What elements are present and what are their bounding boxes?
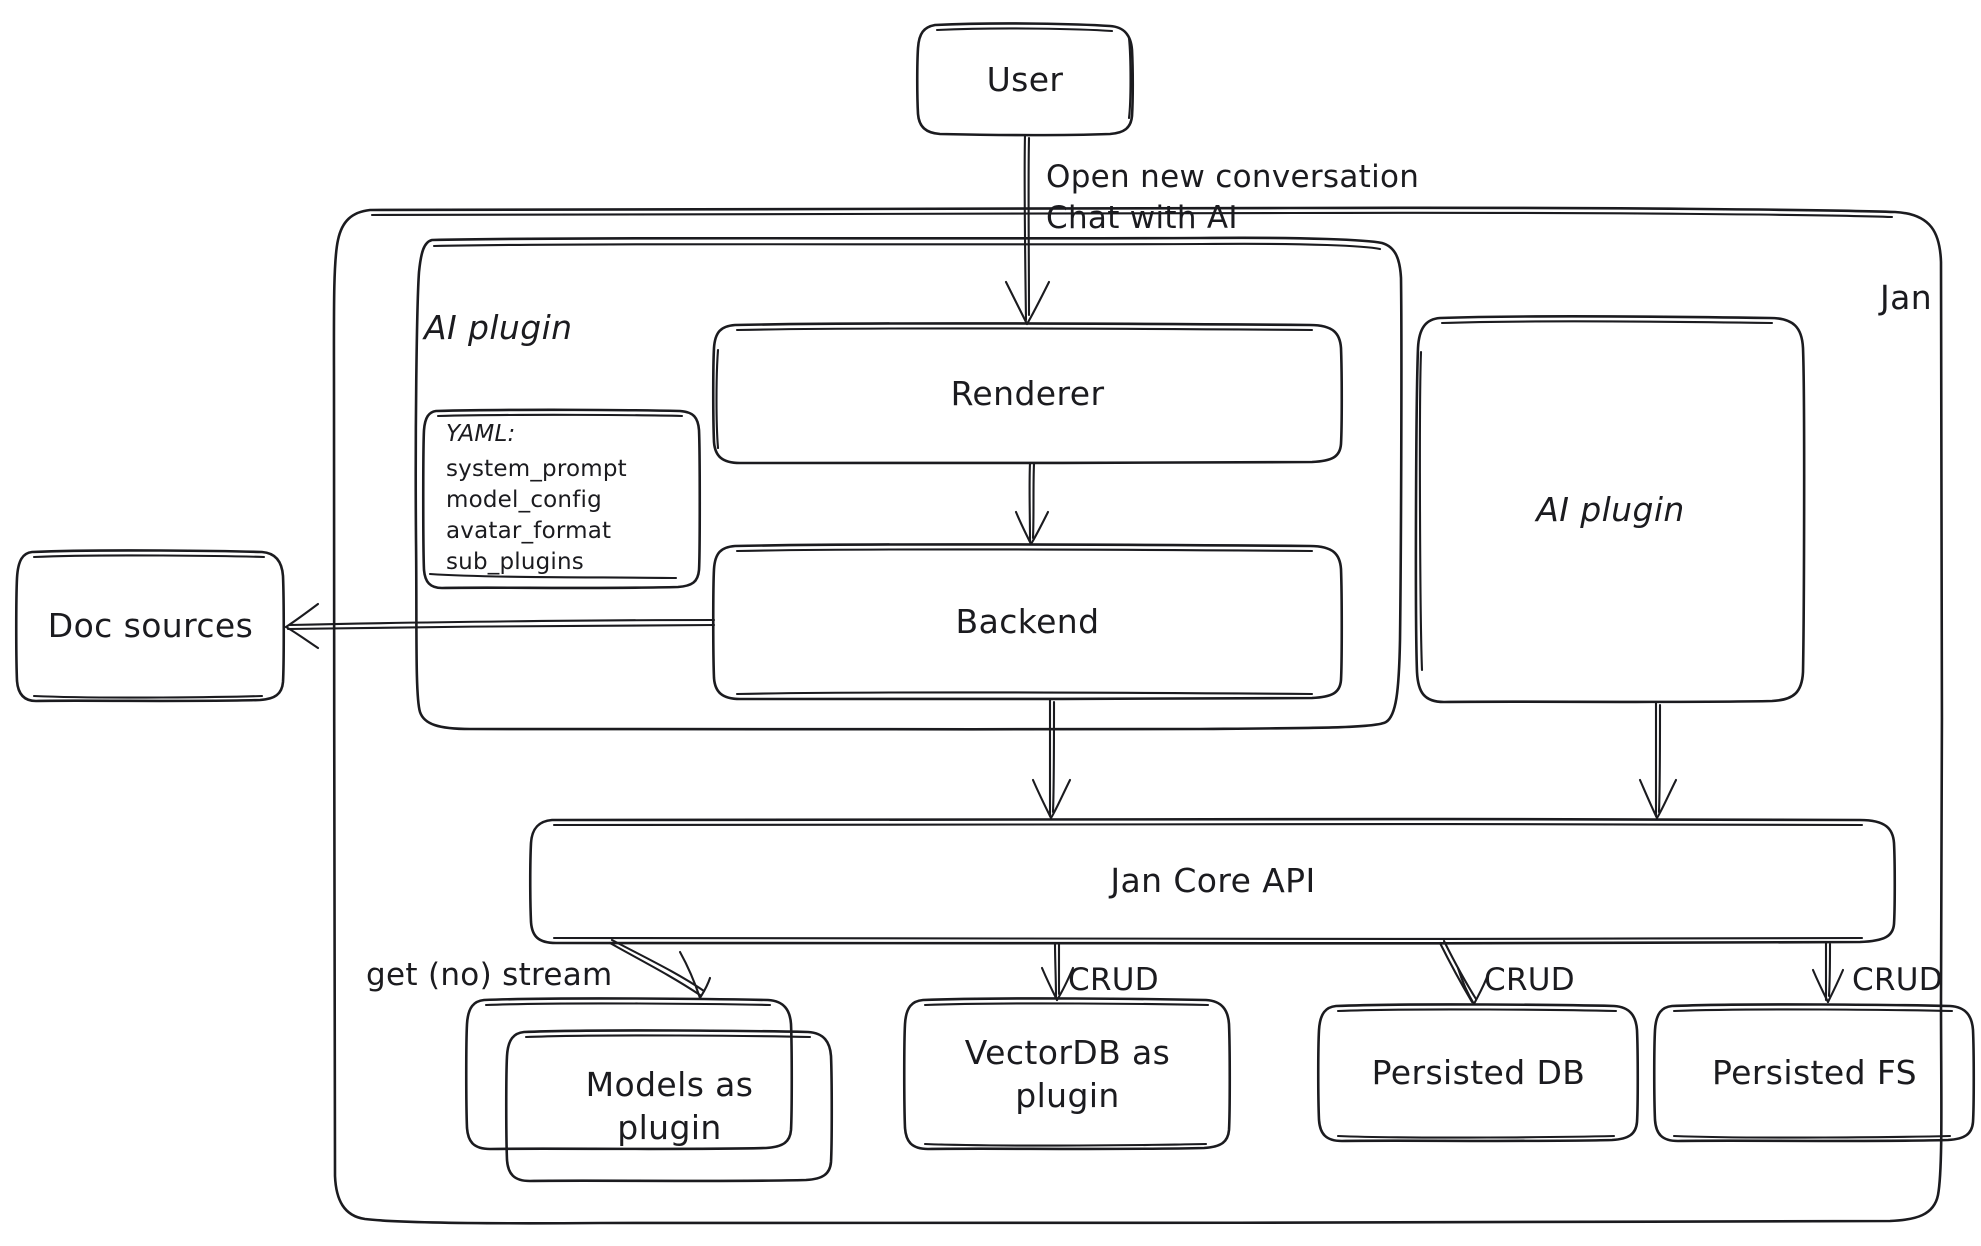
edge-renderer-to-backend — [1014, 461, 1050, 546]
node-yaml-card — [421, 408, 702, 590]
edge-backend-to-doc-sources — [284, 602, 716, 650]
node-backend[interactable] — [711, 543, 1344, 701]
group-ai-plugin — [414, 236, 1403, 731]
node-doc-sources[interactable] — [14, 549, 286, 703]
node-persisted-db[interactable] — [1316, 1003, 1640, 1143]
node-ai-plugin-right[interactable] — [1414, 315, 1806, 704]
edge-user-to-renderer — [1004, 133, 1051, 326]
edge-core-api-to-persisted-db — [1438, 939, 1491, 1006]
edge-backend-to-core-api — [1031, 698, 1072, 820]
edge-core-api-to-models — [608, 938, 712, 1000]
group-jan — [332, 206, 1944, 1225]
node-models-as-plugin[interactable] — [504, 1029, 834, 1183]
node-jan-core-api[interactable] — [528, 817, 1897, 945]
node-models-as-plugin-outer — [464, 997, 794, 1151]
node-renderer[interactable] — [711, 322, 1344, 465]
edge-ai-plugin-to-core-api — [1638, 701, 1678, 820]
node-vectordb-as-plugin[interactable] — [902, 997, 1232, 1151]
node-user[interactable] — [915, 22, 1135, 137]
edge-core-api-to-vectordb — [1040, 941, 1075, 1002]
edge-core-api-to-persisted-fs — [1811, 941, 1845, 1004]
node-persisted-fs[interactable] — [1652, 1003, 1976, 1143]
